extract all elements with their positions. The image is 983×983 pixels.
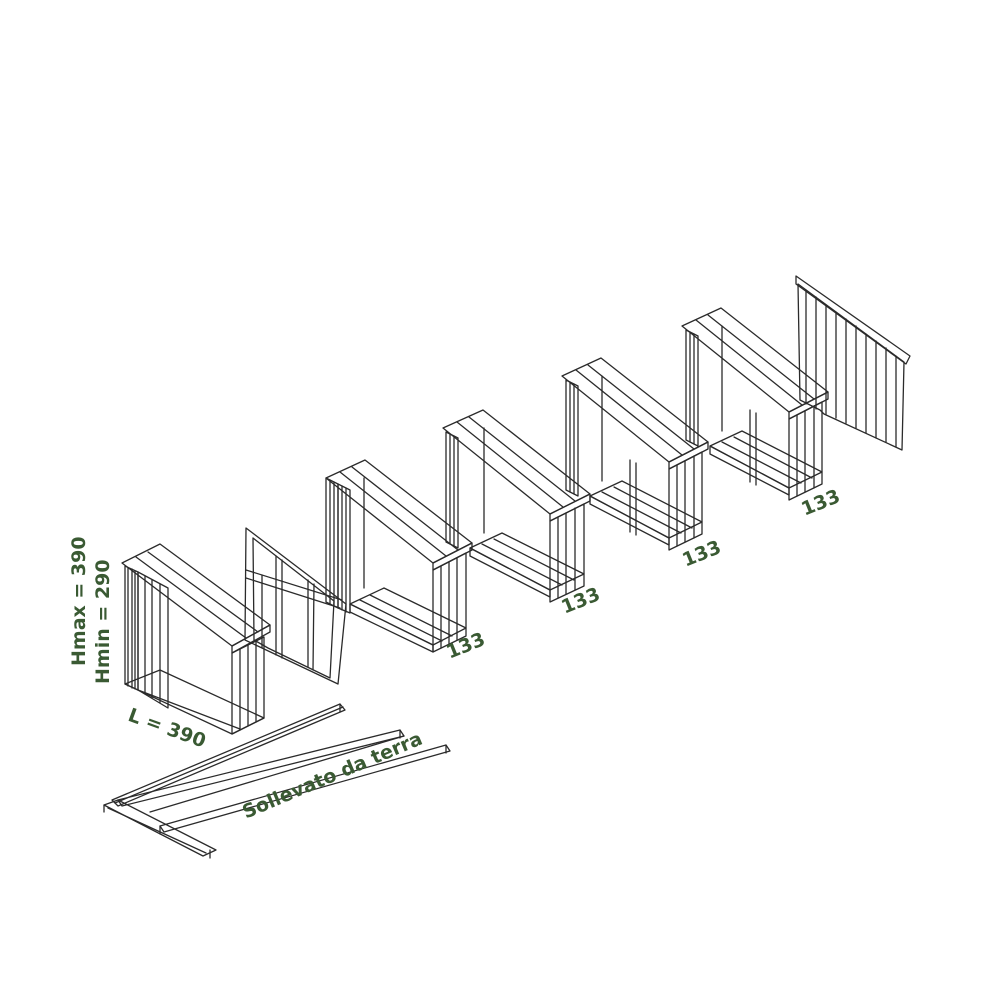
- middle-module-1: [325, 459, 473, 653]
- hmax-label: Hmax = 390: [68, 536, 90, 666]
- middle-module-3: [561, 357, 709, 551]
- base-frame: [103, 703, 451, 859]
- window-wall: [244, 527, 347, 685]
- end-module: [121, 543, 271, 735]
- hmin-label: Hmin = 290: [92, 559, 114, 684]
- middle-module-4: [681, 307, 829, 501]
- end-panel: [795, 275, 911, 451]
- middle-module-2: [442, 409, 591, 603]
